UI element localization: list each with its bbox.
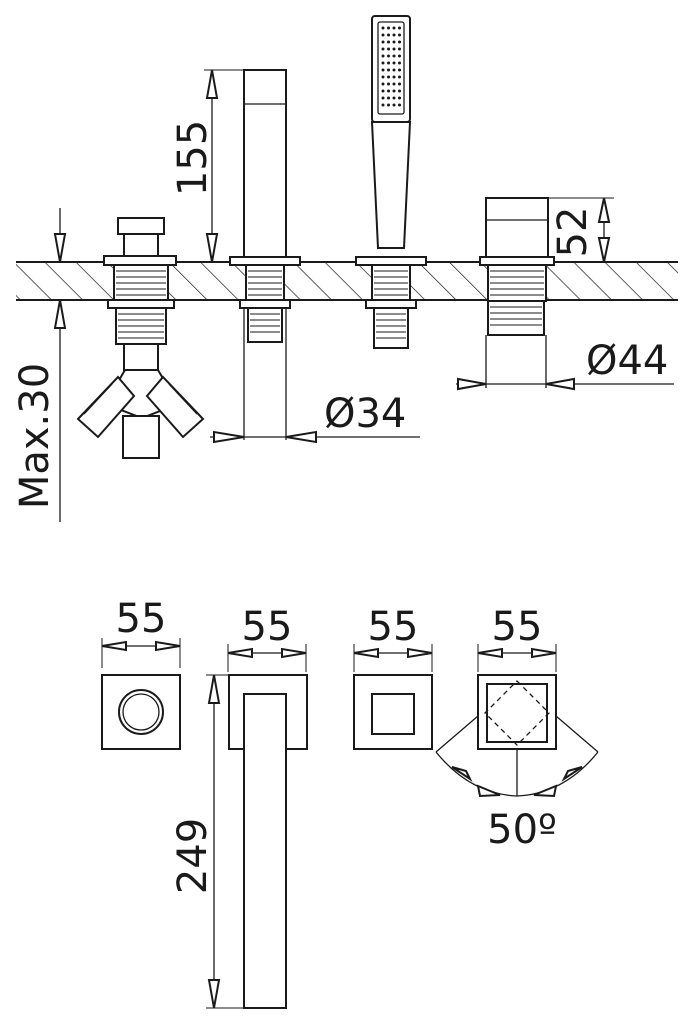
nozzle-dot [392, 40, 396, 44]
nozzle-dot [381, 103, 385, 107]
nozzle-dot [387, 103, 390, 107]
nozzle-dot [392, 68, 396, 72]
nozzle-dot [381, 89, 385, 93]
dim-55-label-4: 55 [492, 604, 543, 650]
nozzle-dot [398, 75, 401, 79]
bath-spout [229, 69, 301, 440]
nozzle-dot [381, 47, 385, 51]
dim-55-label-1: 55 [116, 596, 167, 642]
nozzle-dot [387, 33, 390, 37]
nozzle-dot [398, 54, 401, 58]
nozzle-dot [398, 61, 401, 65]
dim-plate-width-1: 55 [101, 596, 181, 668]
dim-max-thickness: Max.30 [12, 208, 67, 522]
dim-55-label-3: 55 [368, 604, 419, 650]
plan-shower-plate [353, 674, 433, 750]
nozzle-dot [381, 26, 385, 30]
nozzle-dot [387, 96, 390, 100]
nozzle-dot [381, 68, 385, 72]
nozzle-dot [392, 47, 396, 51]
nozzle-dot [392, 96, 396, 100]
dim-155-label: 155 [170, 120, 216, 196]
nozzle-dot [387, 54, 390, 58]
side-elevation: 155 52 Max.30 Ø34 [12, 15, 678, 522]
dim-max30-label: Max.30 [12, 363, 58, 509]
nozzle-dot [392, 103, 396, 107]
nozzle-dot [398, 68, 401, 72]
plan-spout-plate [228, 674, 308, 1009]
dim-52-label: 52 [550, 207, 596, 258]
nozzle-dot [392, 54, 396, 58]
dim-50deg-label: 50º [487, 807, 557, 853]
dim-plate-width-3: 55 [353, 604, 433, 672]
nozzle-dot [392, 61, 396, 65]
plan-view: 55 55 55 55 [101, 596, 599, 1009]
nozzle-dot [392, 89, 396, 93]
dim-plate-width-2: 55 [227, 604, 307, 672]
nozzle-dot [387, 61, 390, 65]
nozzle-dot [398, 47, 401, 51]
nozzle-dot [381, 40, 385, 44]
nozzle-dot [398, 40, 401, 44]
nozzle-dot [387, 26, 390, 30]
dim-249-label: 249 [170, 818, 216, 894]
nozzle-dot [387, 47, 390, 51]
nozzle-dot [392, 26, 396, 30]
nozzle-dot [398, 103, 401, 107]
nozzle-dot [398, 82, 401, 86]
dim-spout-projection: 249 [170, 674, 244, 1009]
dim-handle-height: 52 [548, 197, 614, 263]
nozzle-dot [387, 75, 390, 79]
plan-diverter-plate [101, 674, 181, 750]
dim-plate-width-4: 55 [477, 604, 557, 672]
nozzle-dot [381, 96, 385, 100]
nozzle-dot [381, 54, 385, 58]
nozzle-dot [387, 89, 390, 93]
hand-shower [355, 15, 427, 349]
nozzle-dot [398, 26, 401, 30]
dim-diameter-44: Ø44 [456, 338, 674, 391]
nozzle-dot [381, 82, 385, 86]
dim-diameter-34: Ø34 [210, 391, 420, 444]
nozzle-dot [381, 75, 385, 79]
nozzle-grid [381, 26, 401, 107]
nozzle-dot [387, 82, 390, 86]
nozzle-dot [398, 33, 401, 37]
nozzle-dot [398, 96, 401, 100]
nozzle-dot [381, 33, 385, 37]
mixer-handle [479, 197, 555, 388]
dim-55-label-2: 55 [242, 604, 293, 650]
nozzle-dot [392, 33, 396, 37]
nozzle-dot [387, 68, 390, 72]
nozzle-dot [387, 40, 390, 44]
nozzle-dot [392, 82, 396, 86]
plan-handle-plate [435, 674, 599, 798]
dim-spout-height: 155 [170, 69, 244, 263]
nozzle-dot [398, 89, 401, 93]
nozzle-dot [381, 61, 385, 65]
dim-o44-label: Ø44 [586, 338, 668, 384]
dim-o34-label: Ø34 [324, 391, 406, 437]
nozzle-dot [392, 75, 396, 79]
diverter-valve [76, 217, 205, 459]
